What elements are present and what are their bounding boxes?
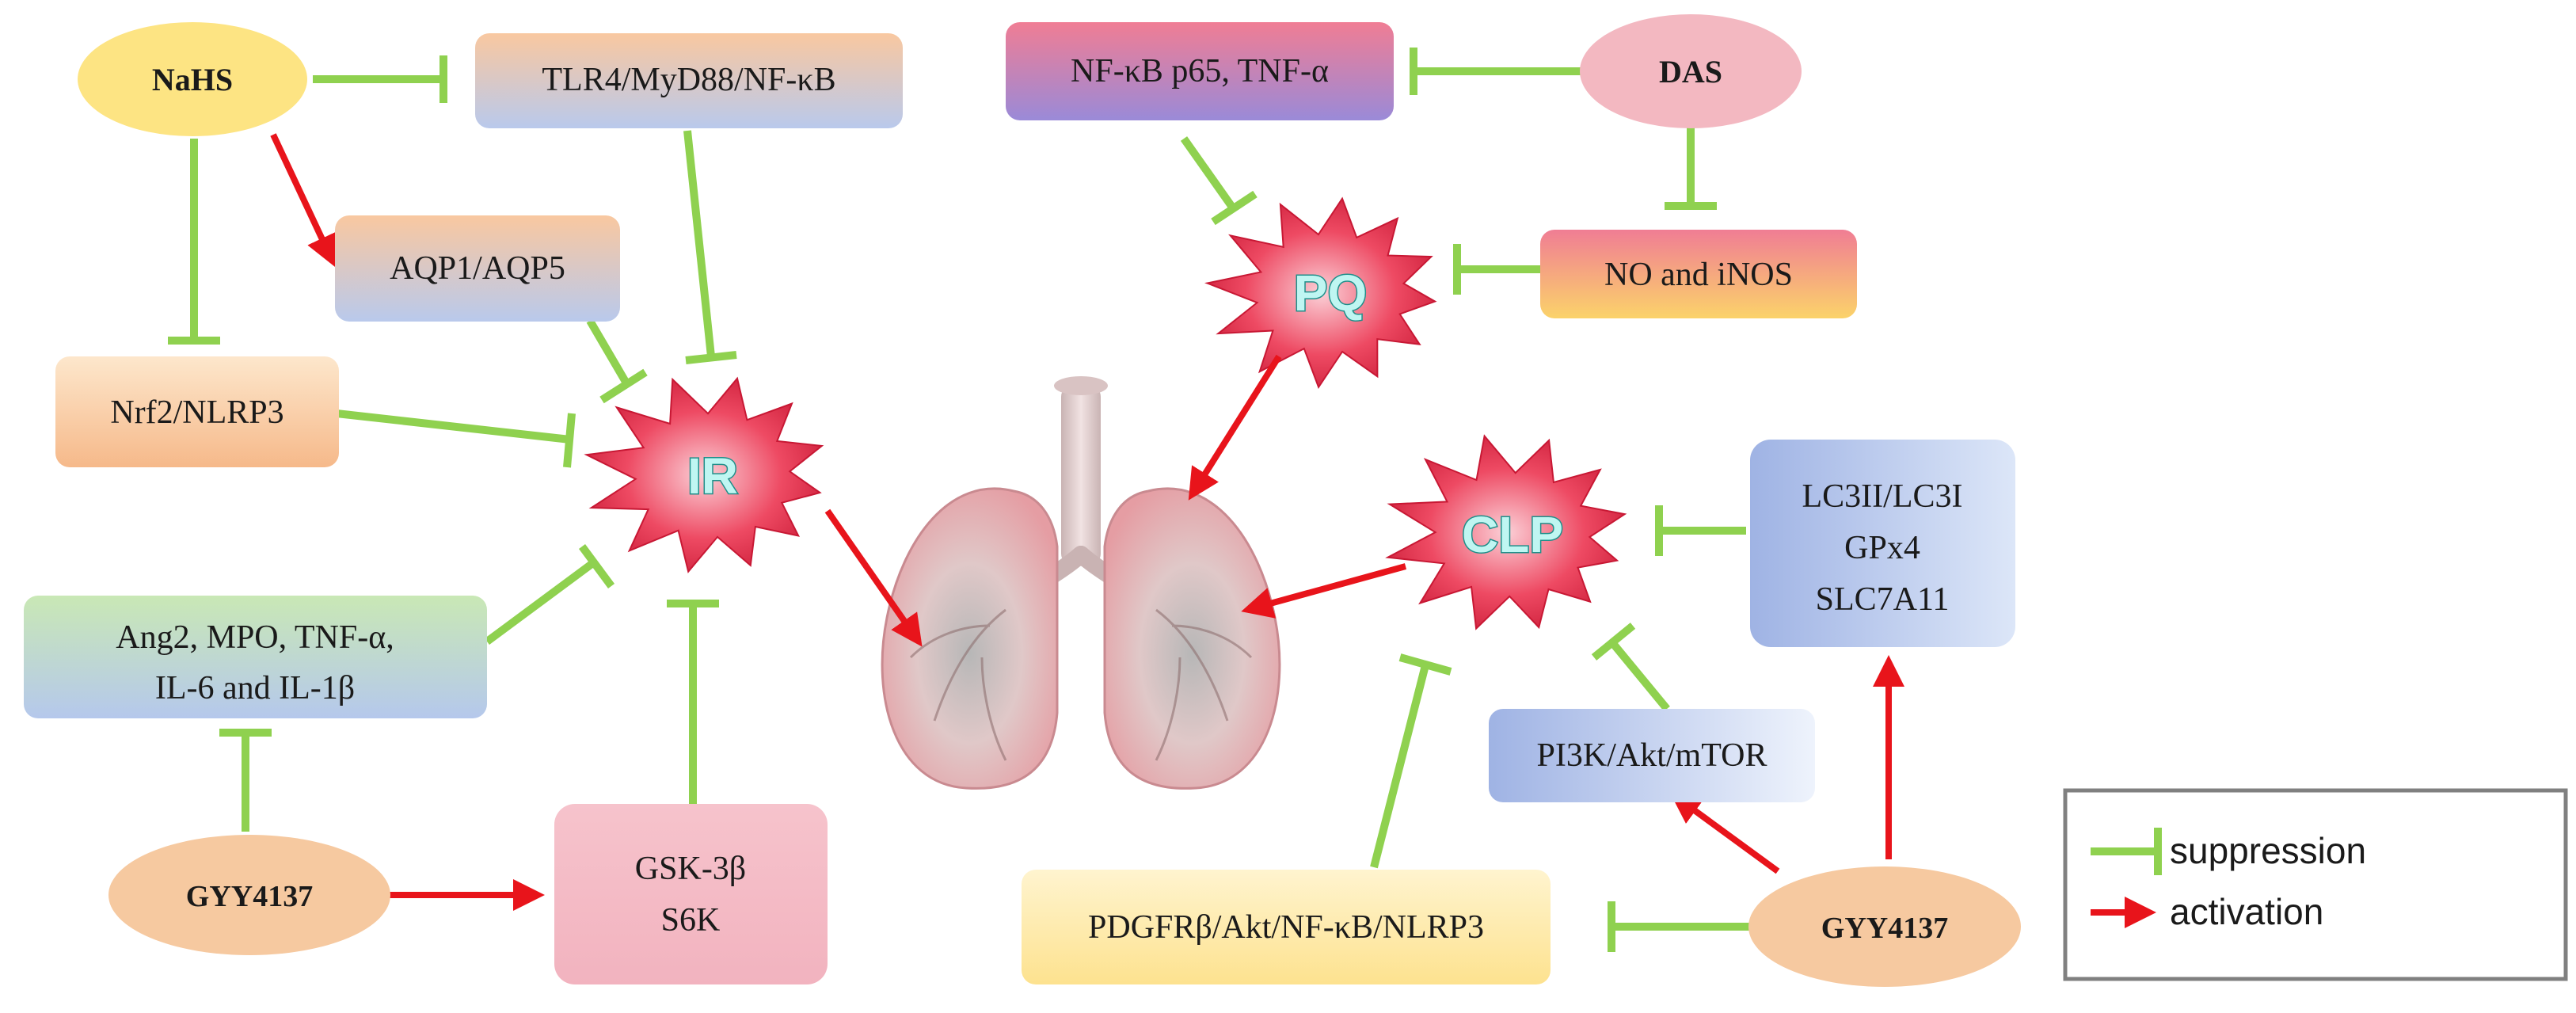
lung-illustration [881,376,1281,790]
tlr4-label: TLR4/MyD88/NF-κB [542,62,835,98]
clp-star: CLP [1385,434,1627,630]
tlr4-box: TLR4/MyD88/NF-κB [475,33,903,128]
nahs-node: NaHS [78,22,307,136]
activation-connectors [270,133,1904,911]
pq-star: PQ [1204,196,1437,389]
pi3k-label: PI3K/Akt/mTOR [1537,737,1767,774]
gyy4137-right-label: GYY4137 [1821,912,1948,945]
legend: suppression activation [2063,788,2568,981]
gyy4137-left-label: GYY4137 [186,880,313,913]
no-inos-label: NO and iNOS [1604,257,1793,293]
legend-activation-label: activation [2170,891,2323,932]
pdgfr-label: PDGFRβ/Akt/NF-κB/NLRP3 [1088,909,1484,946]
aqp-label: AQP1/AQP5 [390,250,565,287]
pi3k-box: PI3K/Akt/mTOR [1489,709,1815,802]
legend-suppression-label: suppression [2170,830,2366,871]
lc3-label-line2: GPx4 [1844,530,1920,566]
gyy4137-right-node: GYY4137 [1748,866,2021,987]
ir-label: IR [687,447,738,505]
gsk-label-line1: GSK-3β [635,851,746,887]
nfkb-p65-box: NF-κB p65, TNF-α [1006,22,1394,120]
das-node: DAS [1580,14,1802,128]
legend-suppression-symbol [2091,828,2162,875]
pdgfr-box: PDGFRβ/Akt/NF-κB/NLRP3 [1022,870,1551,984]
gyy4137-left-node: GYY4137 [108,835,390,955]
ir-star: IR [584,376,824,573]
ang2-label-line2: IL-6 and IL-1β [155,670,355,706]
das-label: DAS [1659,54,1722,89]
gsk-label-line2: S6K [661,902,721,939]
no-inos-box: NO and iNOS [1540,230,1857,318]
ang2-label-line1: Ang2, MPO, TNF-α, [116,619,394,656]
aqp-box: AQP1/AQP5 [335,215,620,322]
nfkb-p65-label: NF-κB p65, TNF-α [1071,53,1329,89]
nrf2-box: Nrf2/NLRP3 [55,356,339,467]
lc3-label-line1: LC3II/LC3I [1802,478,1963,515]
pq-label: PQ [1294,265,1367,322]
nrf2-label: Nrf2/NLRP3 [110,394,283,431]
ang2-box: Ang2, MPO, TNF-α, IL-6 and IL-1β [24,596,487,718]
clp-label: CLP [1462,506,1563,563]
lc3-box: LC3II/LC3I GPx4 SLC7A11 [1750,440,2015,647]
suppression-connectors [168,48,1750,952]
lc3-label-line3: SLC7A11 [1816,581,1950,618]
nahs-label: NaHS [152,62,233,97]
gsk-box: GSK-3β S6K [554,804,828,984]
